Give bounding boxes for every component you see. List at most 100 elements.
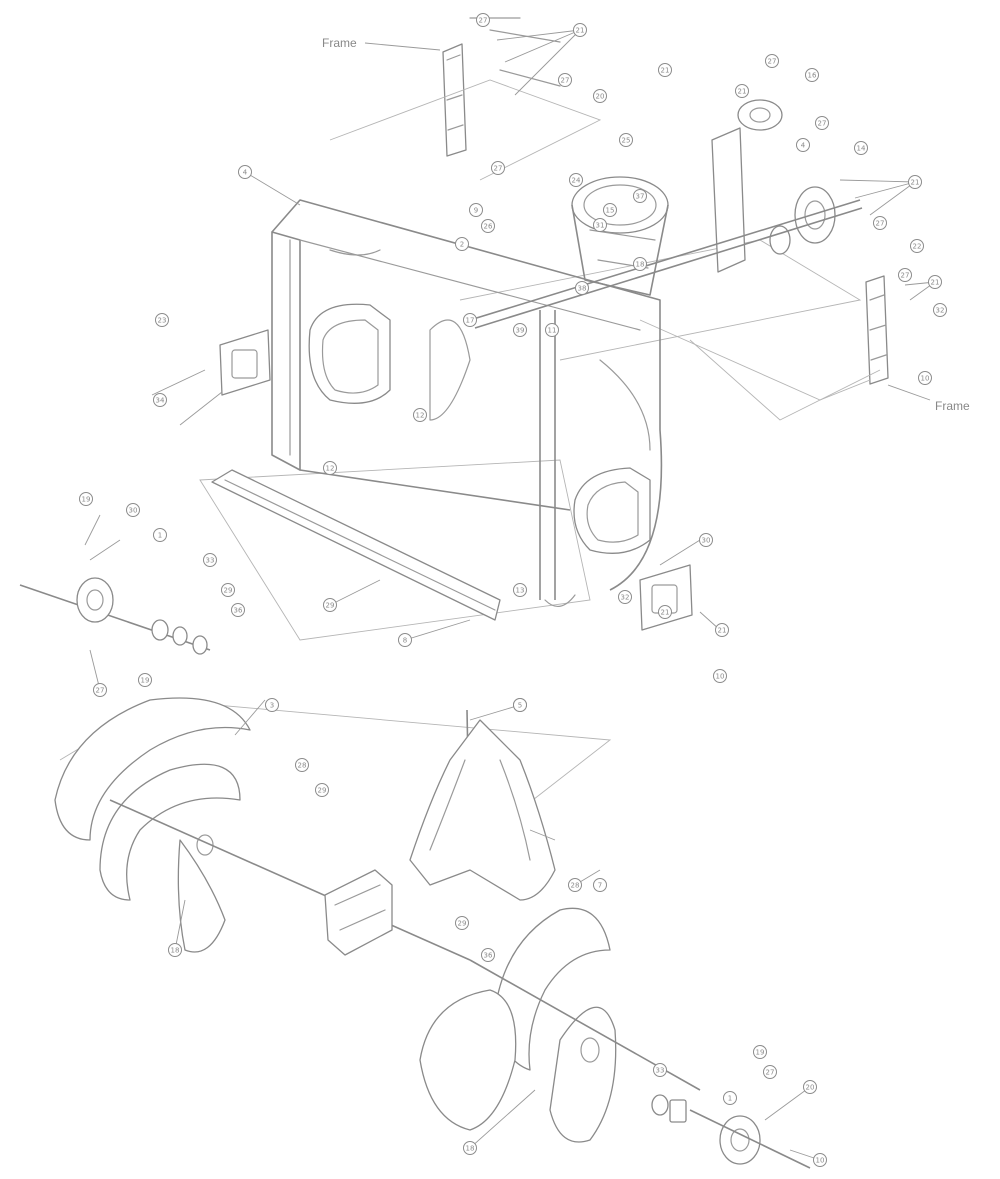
callout-c11: 26: [481, 219, 495, 233]
callout-bubble: [813, 1153, 827, 1167]
callout-number: 1: [158, 531, 162, 539]
callout-number: 21: [661, 608, 670, 616]
auger-housing: [271, 199, 663, 607]
callout-number: 19: [756, 1048, 765, 1056]
callout-c52: 36: [481, 948, 495, 962]
callout-c46: 5: [513, 698, 527, 712]
callout-c13: 21: [735, 84, 749, 98]
callout-bubble: [593, 218, 607, 232]
callout-c25: 12: [413, 408, 427, 422]
callout-bubble: [513, 323, 527, 337]
callout-bubble: [203, 553, 217, 567]
callout-number: 28: [298, 761, 307, 769]
callout-number: 10: [816, 1156, 825, 1164]
callout-number: 32: [936, 306, 945, 314]
callout-bubble: [323, 598, 337, 612]
callout-c18: 27: [873, 216, 887, 230]
callout-bubble: [221, 583, 235, 597]
callout-c55: 19: [753, 1045, 767, 1059]
callout-bubble: [315, 783, 329, 797]
right-bearing-plate: [639, 564, 693, 631]
callout-c3: 27: [558, 73, 572, 87]
frame-label-top: Frame: [322, 36, 357, 50]
callout-c5: 21: [658, 63, 672, 77]
callout-number: 1: [728, 1094, 732, 1102]
gear-case: [324, 869, 393, 956]
callout-bubble: [568, 878, 582, 892]
callout-number: 4: [801, 141, 806, 149]
callout-bubble: [593, 878, 607, 892]
callout-number: 4: [243, 168, 248, 176]
callout-bubble: [476, 13, 490, 27]
top-frame-bracket: [364, 17, 561, 157]
callout-bubble: [908, 175, 922, 189]
callout-bubble: [126, 503, 140, 517]
callout-number: 11: [548, 326, 557, 334]
callout-c39: 32: [618, 590, 632, 604]
callout-bubble: [803, 1080, 817, 1094]
callout-c2: 21: [573, 23, 587, 37]
callout-bubble: [558, 73, 572, 87]
callout-c51: 29: [455, 916, 469, 930]
callout-number: 30: [702, 536, 711, 544]
callout-c8: 20: [593, 89, 607, 103]
callout-number: 2: [460, 240, 464, 248]
callout-bubble: [513, 698, 527, 712]
callout-number: 31: [596, 221, 605, 229]
callout-bubble: [455, 237, 469, 251]
callout-bubble: [573, 23, 587, 37]
callout-number: 10: [921, 374, 930, 382]
callout-number: 19: [141, 676, 150, 684]
scraper-bar: [211, 469, 501, 621]
callout-bubble: [463, 1141, 477, 1155]
callout-bubble: [658, 605, 672, 619]
right-frame-bracket: [865, 275, 931, 401]
callout-c30: 29: [221, 583, 235, 597]
callout-bubble: [928, 275, 942, 289]
callout-number: 27: [494, 164, 503, 172]
callout-number: 24: [572, 176, 581, 184]
callout-number: 27: [561, 76, 570, 84]
callout-bubble: [231, 603, 245, 617]
callout-bubble: [815, 116, 829, 130]
callout-number: 28: [571, 881, 580, 889]
callout-number: 21: [931, 278, 940, 286]
callout-number: 17: [466, 316, 475, 324]
callout-number: 27: [766, 1068, 775, 1076]
callout-bubble: [593, 89, 607, 103]
callout-number: 13: [516, 586, 525, 594]
left-bearing-plate: [219, 329, 271, 396]
callout-number: 27: [479, 16, 488, 24]
left-auger: [54, 697, 471, 961]
callout-bubble: [455, 916, 469, 930]
callout-number: 15: [606, 206, 615, 214]
callout-number: 21: [661, 66, 670, 74]
callout-c70: 34: [153, 393, 167, 407]
callout-number: 27: [901, 271, 910, 279]
callout-bubble: [323, 461, 337, 475]
callout-c19: 22: [910, 239, 924, 253]
callout-bubble: [398, 633, 412, 647]
callout-bubble: [413, 408, 427, 422]
callout-number: 3: [270, 701, 274, 709]
callout-c35: 12: [323, 461, 337, 475]
callout-c16: 14: [854, 141, 868, 155]
callout-bubble: [481, 219, 495, 233]
callout-bubble: [481, 948, 495, 962]
callout-number: 7: [598, 881, 602, 889]
callout-c32: 27: [93, 683, 107, 697]
callout-bubble: [796, 138, 810, 152]
callout-c47: 28: [295, 758, 309, 772]
callout-bubble: [491, 161, 505, 175]
callout-number: 8: [403, 636, 407, 644]
callout-bubble: [513, 583, 527, 597]
callout-bubble: [873, 216, 887, 230]
callout-c40: 10: [713, 669, 727, 683]
callout-number: 27: [818, 119, 827, 127]
callout-bubble: [699, 533, 713, 547]
callout-bubble: [653, 1063, 667, 1077]
callout-bubble: [168, 943, 182, 957]
callout-c33: 19: [138, 673, 152, 687]
callout-number: 33: [656, 1066, 665, 1074]
